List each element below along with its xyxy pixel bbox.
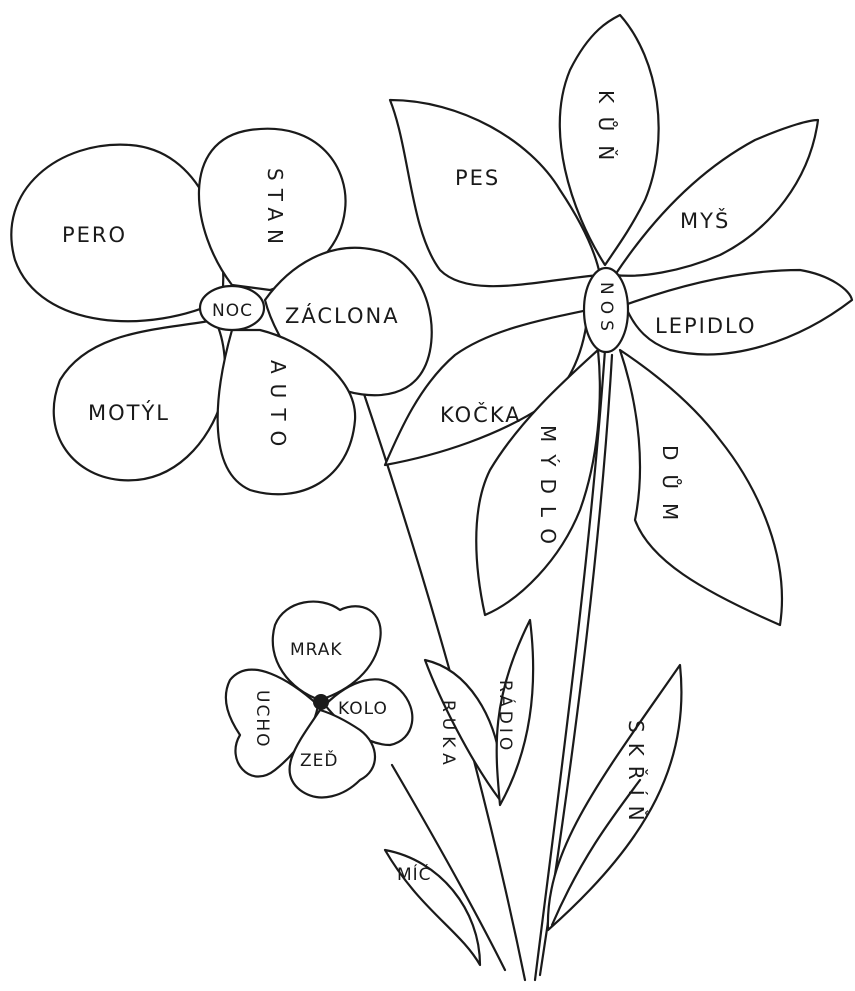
leaves: RUKA RÁDIO SKŘÍŇ MÍČ	[385, 620, 681, 965]
label-kun: KŮŇ	[594, 90, 618, 174]
label-kolo: KOLO	[338, 699, 388, 719]
label-auto: AUTO	[266, 360, 290, 456]
label-mic: MÍČ	[397, 863, 432, 885]
label-radio: RÁDIO	[495, 680, 517, 754]
label-zed: ZEĎ	[300, 749, 338, 771]
flower-left: PERO NOC ZÁCLONA MOTÝL STAN AUTO	[11, 129, 431, 495]
flower-small: MRAK KOLO ZEĎ UCHO	[226, 602, 412, 798]
label-pes: PES	[455, 166, 500, 190]
label-pero: PERO	[62, 223, 127, 247]
petal-dum	[620, 350, 782, 625]
label-nos: NOS	[596, 282, 616, 337]
leaf-ruka	[425, 660, 500, 800]
label-ruka: RUKA	[438, 700, 458, 771]
label-stan: STAN	[263, 168, 287, 252]
label-kocka: KOČKA	[440, 402, 522, 427]
label-motyl: MOTÝL	[88, 400, 170, 425]
label-dum: DŮM	[658, 445, 682, 534]
petal-lepidlo	[625, 270, 852, 354]
label-ucho: UCHO	[252, 690, 272, 748]
label-mydlo: MÝDLO	[536, 425, 560, 556]
flower-right: PES MYŠ LEPIDLO KOČKA KŮŇ NOS MÝDLO DŮM	[385, 15, 852, 625]
label-mys: MYŠ	[680, 208, 730, 233]
label-zaclona: ZÁCLONA	[285, 303, 400, 328]
center-small	[313, 694, 329, 710]
label-mrak: MRAK	[290, 640, 343, 660]
label-lepidlo: LEPIDLO	[655, 314, 756, 338]
label-skrin: SKŘÍŇ	[624, 720, 648, 831]
label-noc: NOC	[212, 301, 253, 321]
